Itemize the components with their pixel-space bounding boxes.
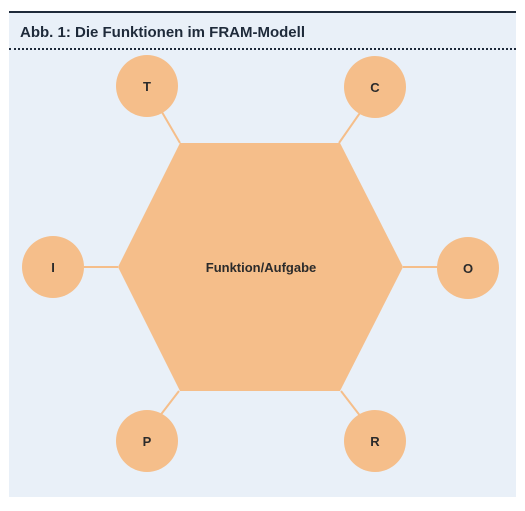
aspect-p: P	[116, 410, 178, 472]
aspect-c-circle	[344, 56, 406, 118]
aspect-t-circle	[116, 55, 178, 117]
aspect-r: R	[344, 410, 406, 472]
aspect-o-label: O	[463, 261, 473, 276]
title-divider	[9, 48, 516, 50]
figure-title: Abb. 1: Die Funktionen im FRAM-Modell	[20, 24, 305, 41]
function-hexagon	[118, 143, 403, 391]
aspect-r-label: R	[370, 434, 380, 449]
aspect-i-circle	[22, 236, 84, 298]
connector-p	[158, 390, 180, 418]
aspect-i: I	[22, 236, 84, 298]
aspect-i-label: I	[51, 260, 55, 275]
function-label: Funktion/Aufgabe	[206, 260, 317, 275]
connector-r	[340, 390, 362, 418]
aspect-o-circle	[437, 237, 499, 299]
aspect-p-label: P	[143, 434, 152, 449]
aspect-c: C	[344, 56, 406, 118]
top-rule	[9, 11, 516, 13]
aspect-o: O	[437, 237, 499, 299]
aspect-t: T	[116, 55, 178, 117]
connector-c	[338, 109, 363, 144]
aspect-c-label: C	[370, 80, 380, 95]
aspect-r-circle	[344, 410, 406, 472]
connector-t	[158, 106, 181, 144]
aspect-t-label: T	[143, 79, 151, 94]
aspect-p-circle	[116, 410, 178, 472]
